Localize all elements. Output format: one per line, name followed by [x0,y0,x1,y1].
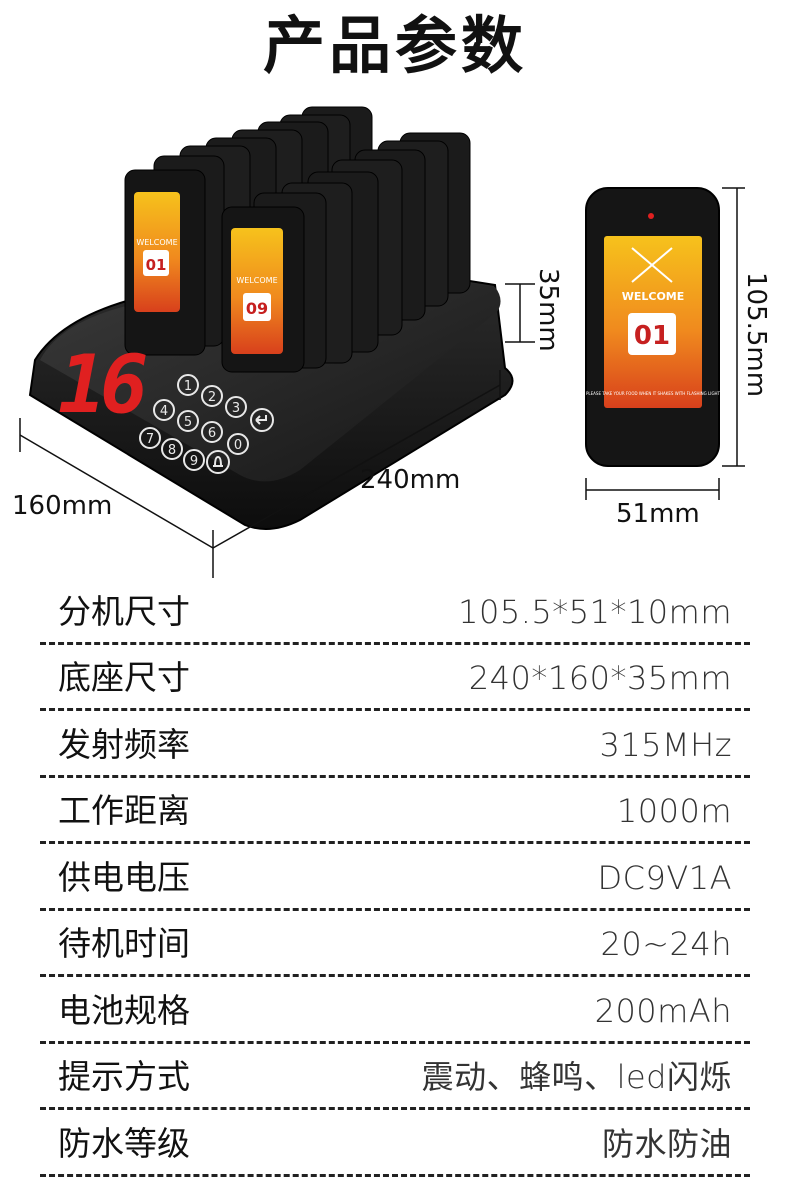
key-3[interactable]: 3 [225,396,247,418]
spec-value: 震动、蜂鸣、led闪烁 [421,1058,732,1096]
spec-row: 分机尺寸 105.5*51*10mm [40,578,750,645]
spec-label: 分机尺寸 [58,591,190,631]
svg-text:7: 7 [146,432,154,447]
single-pager: WELCOME 01 PLEASE TAKE YOUR FOOD WHEN IT… [585,187,721,467]
width-dim-label: 240mm [360,465,460,495]
svg-text:2: 2 [208,390,216,405]
welcome-text: WELCOME [622,290,685,303]
pager-width-dim-label: 51mm [616,499,700,529]
spec-value: 315MHz [599,725,732,764]
spec-value: 200mAh [594,991,732,1030]
key-9[interactable]: 9 [183,449,205,471]
svg-text:5: 5 [184,415,192,430]
key-6[interactable]: 6 [201,421,223,443]
spec-row: 供电电压 DC9V1A [40,844,750,911]
cutlery-icon [631,247,673,283]
spec-label: 防水等级 [58,1123,190,1163]
spec-row: 防水等级 防水防油 [40,1110,750,1177]
spec-row: 工作距离 1000m [40,778,750,844]
indicator-led [648,213,654,219]
pager-number-09: 09 [246,299,268,318]
key-4[interactable]: 4 [153,399,175,421]
keypad: 1 2 3 4 5 6 0 7 8 9 [139,374,274,474]
spec-row: 电池规格 200mAh [40,977,750,1044]
spec-value: 105.5*51*10mm [458,592,732,631]
back-key-icon[interactable] [250,408,274,432]
spec-value: 20~24h [600,925,732,963]
key-5[interactable]: 5 [177,410,199,432]
page-title: 产品参数 [262,9,527,82]
welcome-text: WELCOME [136,238,177,247]
spec-table: 分机尺寸 105.5*51*10mm 底座尺寸 240*160*35mm 发射频… [40,578,750,1177]
svg-text:9: 9 [190,454,198,469]
pager-height-dim-label: 105.5mm [741,272,771,397]
svg-text:4: 4 [160,404,168,419]
spec-value: 1000m [616,792,732,830]
svg-text:1: 1 [184,379,192,394]
spec-row: 发射频率 315MHz [40,711,750,778]
spec-label: 待机时间 [58,924,190,963]
welcome-text: WELCOME [236,276,277,285]
led-number: 16 [58,338,146,431]
bell-key-icon[interactable] [206,450,230,474]
key-7[interactable]: 7 [139,427,161,449]
spec-row: 提示方式 震动、蜂鸣、led闪烁 [40,1044,750,1110]
svg-text:8: 8 [168,443,176,458]
screen-instruction: PLEASE TAKE YOUR FOOD WHEN IT SHAKES WIT… [586,391,721,396]
depth-dim-label: 160mm [12,491,112,521]
spec-label: 工作距离 [58,791,190,830]
svg-text:6: 6 [208,426,216,441]
main-pager-number: 01 [634,321,670,351]
svg-text:3: 3 [232,401,240,416]
spec-label: 发射频率 [58,724,190,764]
right-row-pagers: 09 WELCOME [221,132,471,373]
spec-value: DC9V1A [597,858,732,897]
spec-label: 供电电压 [58,857,190,897]
spec-label: 电池规格 [58,990,190,1030]
svg-text:0: 0 [234,438,242,453]
key-0[interactable]: 0 [227,433,249,455]
spec-value: 防水防油 [601,1124,732,1163]
height-dim-label: 35mm [533,268,563,352]
spec-row: 底座尺寸 240*160*35mm [40,645,750,711]
spec-label: 提示方式 [58,1057,190,1096]
spec-row: 待机时间 20~24h [40,911,750,977]
spec-value: 240*160*35mm [468,659,732,697]
key-8[interactable]: 8 [161,438,183,460]
pager-number-01: 01 [146,256,167,274]
spec-label: 底座尺寸 [58,658,190,697]
product-illustration: 01 WELCOME 09 WELCOME 16 1 2 3 4 5 6 0 7… [12,106,771,578]
led-display: 16 [58,338,152,431]
key-1[interactable]: 1 [177,374,199,396]
key-2[interactable]: 2 [201,385,223,407]
